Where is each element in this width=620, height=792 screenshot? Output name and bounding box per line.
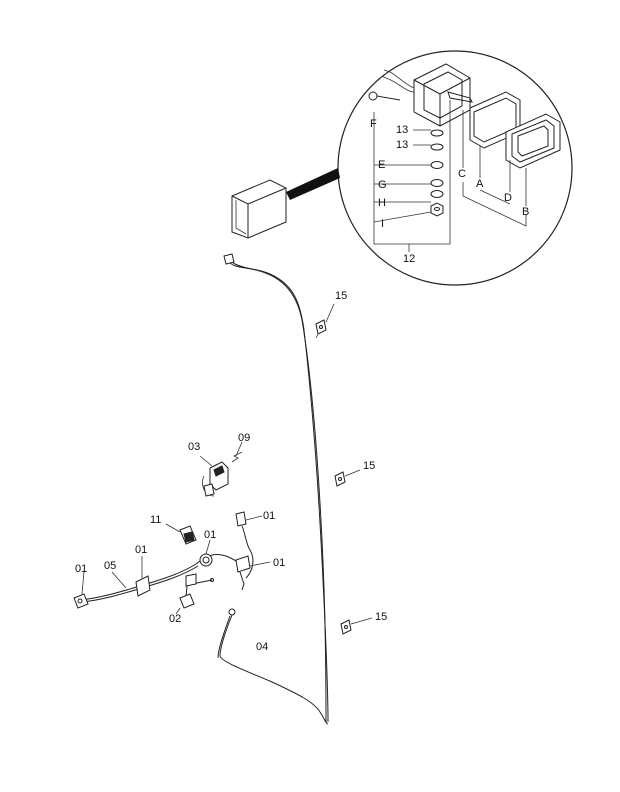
label-13-lower: 13	[396, 139, 408, 151]
label-02: 02	[169, 613, 181, 625]
label-01-sleeve: 01	[135, 544, 147, 556]
label-04: 04	[256, 641, 268, 653]
label-01-center: 01	[204, 529, 216, 541]
label-12: 12	[403, 253, 415, 265]
label-E: E	[378, 159, 385, 171]
harness-label-group: 15 15 15 03 09 11 01 01 01 01 01 05 02 0…	[75, 290, 387, 653]
cable-04	[217, 608, 329, 725]
clamp-15-middle	[334, 469, 361, 487]
label-I: I	[381, 218, 384, 230]
label-A: A	[476, 178, 484, 190]
left-harness	[73, 511, 271, 615]
main-harness-cable	[223, 253, 329, 723]
connector-09	[231, 441, 243, 463]
label-01-left: 01	[75, 563, 87, 575]
lamp-gasket	[505, 113, 561, 169]
label-01-upper-right: 01	[263, 510, 275, 522]
clamp-15-upper	[315, 303, 335, 339]
label-11: 11	[150, 514, 161, 526]
label-01-right: 01	[273, 557, 285, 569]
label-15-upper: 15	[335, 290, 347, 302]
label-G: G	[378, 179, 387, 191]
label-15-lower: 15	[375, 611, 387, 623]
label-13-upper: 13	[396, 124, 408, 136]
label-03: 03	[188, 441, 200, 453]
hardware-stack	[430, 129, 444, 217]
label-15-middle: 15	[363, 460, 375, 472]
switch-03	[199, 455, 229, 497]
detail-pointer	[286, 168, 340, 200]
work-lamp-assembly	[231, 179, 287, 239]
label-C: C	[458, 168, 466, 180]
label-05: 05	[104, 560, 116, 572]
label-H: H	[378, 197, 386, 209]
detail-label-group: F 13 13 E G H I 12 C A D B	[370, 118, 529, 265]
label-D: D	[504, 192, 512, 204]
detail-leaders	[373, 100, 527, 252]
label-B: B	[522, 206, 529, 218]
label-F: F	[370, 118, 377, 130]
clamp-15-lower	[340, 617, 373, 635]
label-09: 09	[238, 432, 250, 444]
